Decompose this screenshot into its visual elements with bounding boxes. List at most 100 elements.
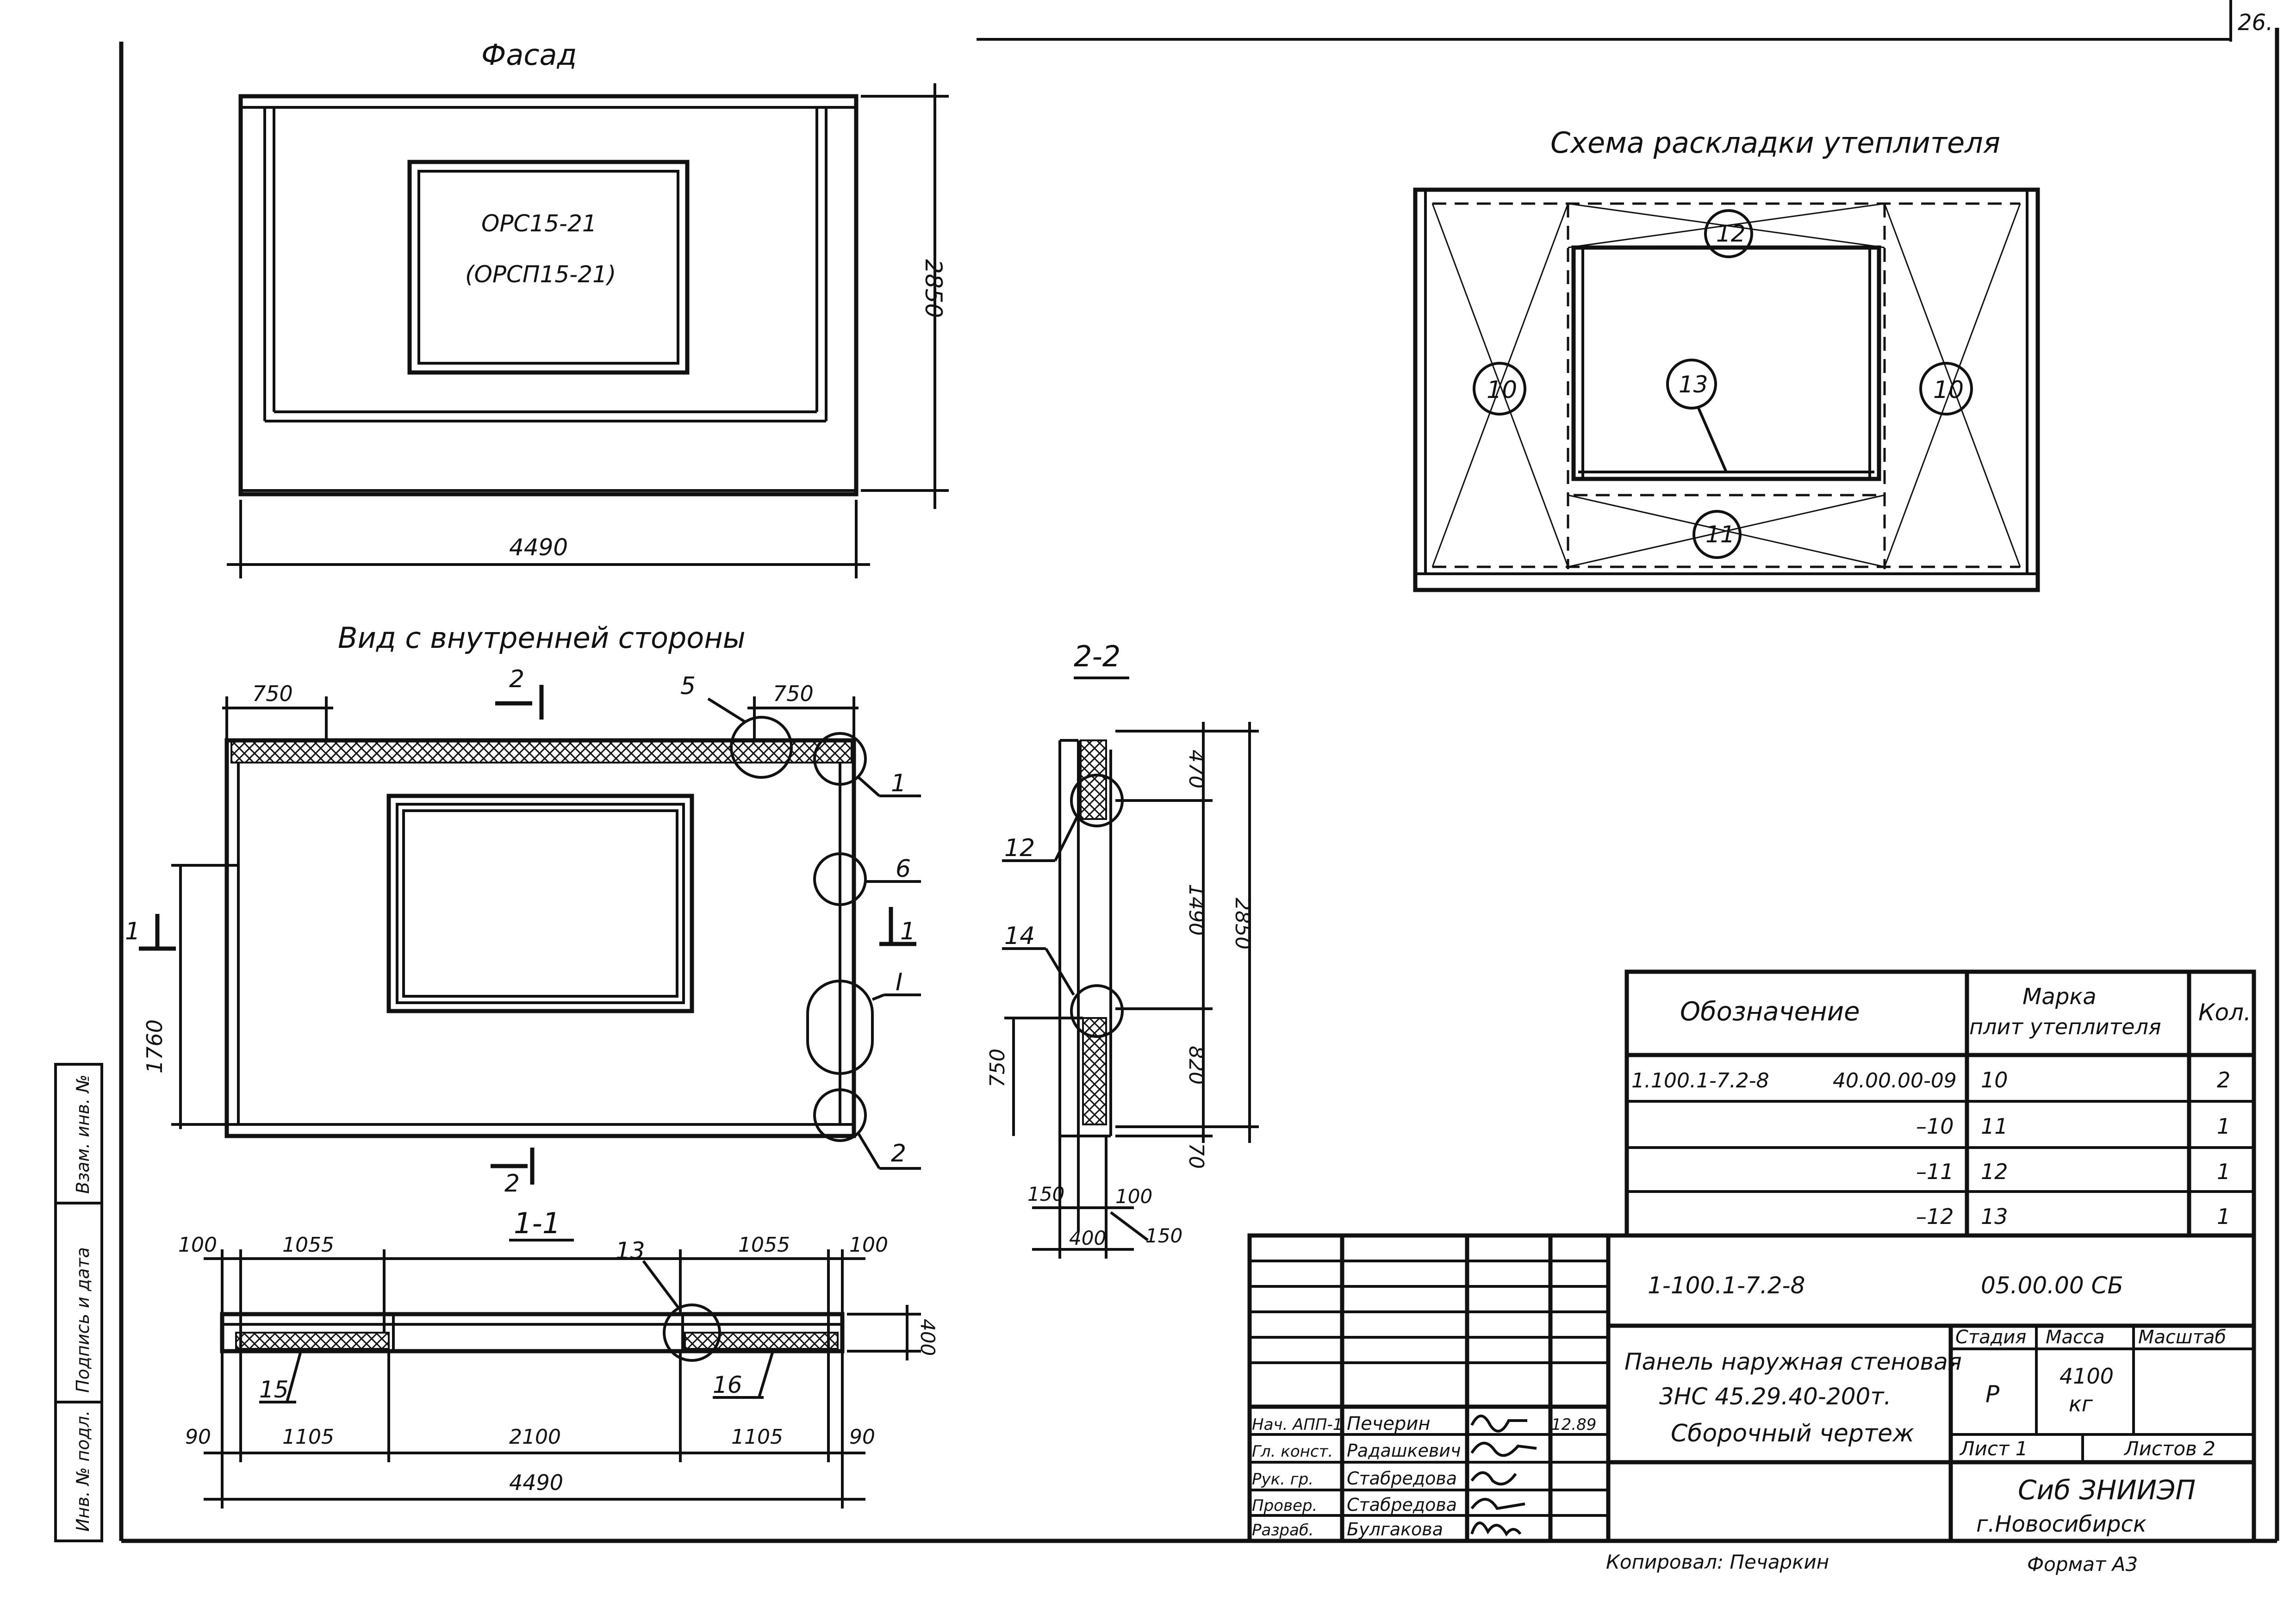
inner-callout-1: 1 — [891, 770, 906, 797]
title-name-line3: Сборочный чертеж — [1671, 1420, 1914, 1447]
role-person: Радашкевич — [1347, 1440, 1461, 1461]
title-sheets: Листов 2 — [2123, 1437, 2215, 1460]
spec-row-code-b: –10 — [1916, 1114, 1954, 1139]
s22-dim-470: 470 — [1184, 750, 1208, 788]
s11-dim-1105-right: 1105 — [731, 1425, 783, 1449]
side-stamp-inv: Инв. № подл. — [73, 1410, 93, 1532]
spec-row-mark: 13 — [1981, 1204, 2008, 1229]
spec-row-code-a: 1.100.1-7.2-8 — [1631, 1069, 1769, 1093]
section-2-2: 2-2 470 1490 2850 820 750 70 150 — [986, 639, 1259, 1259]
inner-window — [386, 794, 694, 1013]
inner-view-title: Вид с внутренней стороны — [338, 621, 746, 655]
facade-title: Фасад — [481, 38, 577, 72]
spec-row-mark: 12 — [1981, 1159, 2008, 1184]
inner-callout-node-I: I — [896, 968, 902, 996]
facade-width-dim: 4490 — [509, 534, 568, 561]
title-mass-label: Масса — [2046, 1327, 2105, 1348]
role-person: Стабредова — [1347, 1468, 1457, 1489]
s22-dim-400: 400 — [1069, 1227, 1106, 1249]
inner-dim-750-right: 750 — [773, 681, 814, 706]
section-1-1: 1-1 13 15 16 100 1055 1055 100 40 — [178, 1206, 939, 1508]
s11-callout-16: 16 — [713, 1372, 742, 1398]
signature-mark — [1470, 1415, 1527, 1433]
title-date: 12.89 — [1551, 1415, 1596, 1434]
scheme-callout-12: 12 — [1716, 220, 1746, 247]
spec-header-mark: Марка — [2022, 984, 2097, 1010]
s22-callout-14: 14 — [1004, 922, 1035, 950]
scheme-callout-11: 11 — [1705, 521, 1735, 548]
section-2-2-title: 2-2 — [1074, 639, 1120, 673]
s11-dim-100-left: 100 — [178, 1233, 217, 1257]
s22-callout-12: 12 — [1004, 834, 1035, 862]
section-mark-2-bottom: 2 — [504, 1170, 520, 1198]
s22-dim-150-right: 150 — [1145, 1224, 1182, 1247]
role-person: Стабредова — [1347, 1495, 1457, 1515]
spec-row-code-b: –11 — [1916, 1159, 1954, 1184]
s22-dim-1490: 1490 — [1184, 884, 1208, 936]
role-label: Гл. конст. — [1252, 1442, 1333, 1461]
spec-header-plates: плит утеплителя — [1969, 1014, 2161, 1039]
title-stage: Р — [1985, 1381, 2000, 1408]
inner-callout-6: 6 — [896, 855, 911, 883]
window-mark-alt: (ОРСП15-21) — [465, 261, 616, 288]
inner-dim-750-left: 750 — [252, 681, 293, 706]
sheet-number: 26. — [2238, 10, 2273, 36]
window-mark: ОРС15-21 — [481, 210, 597, 237]
s11-dim-1105-left: 1105 — [282, 1425, 334, 1449]
scheme-callout-10-right: 10 — [1933, 376, 1964, 404]
title-org-city: г.Новосибирск — [1976, 1511, 2147, 1537]
signature-mark — [1470, 1498, 1525, 1510]
s11-callout-13: 13 — [616, 1237, 645, 1264]
s11-dim-100-right: 100 — [849, 1233, 888, 1257]
facade-height-dim: 2850 — [920, 259, 947, 318]
side-stamp: Инв. № подл. Подпись и дата Взам. инв. № — [54, 1063, 103, 1542]
s11-dim-400: 400 — [916, 1319, 939, 1356]
spec-table: Обозначение Марка плит утеплителя Кол. 1… — [1624, 969, 2256, 1238]
title-mass: 4100 — [2060, 1364, 2114, 1389]
spec-header-designation: Обозначение — [1680, 997, 1860, 1027]
role-person: Печерин — [1347, 1413, 1430, 1434]
scheme-callout-13: 13 — [1679, 371, 1708, 398]
title-scale-label: Масштаб — [2138, 1327, 2226, 1348]
title-doc-suffix: 05.00.00 СБ — [1981, 1272, 2123, 1299]
s11-dim-90-left: 90 — [185, 1425, 211, 1449]
s11-dim-1055-left: 1055 — [282, 1233, 334, 1257]
spec-row-qty: 2 — [2217, 1068, 2230, 1093]
footer-copied: Копировал: Печаркин — [1606, 1551, 1829, 1573]
spec-row-qty: 1 — [2217, 1204, 2230, 1229]
side-stamp-replace: Взам. инв. № — [73, 1074, 93, 1194]
scheme-callout-10-left: 10 — [1487, 376, 1517, 404]
section-mark-1-right: 1 — [900, 918, 915, 945]
s22-dim-100: 100 — [1115, 1185, 1152, 1208]
spec-row-code-b: 40.00.00-09 — [1833, 1069, 1957, 1093]
title-doc-code: 1-100.1-7.2-8 — [1648, 1272, 1805, 1299]
spec-header-qty: Кол. — [2198, 999, 2251, 1026]
s22-dim-750: 750 — [986, 1049, 1009, 1087]
title-name-line2: 3НС 45.29.40-200т. — [1659, 1383, 1891, 1410]
side-stamp-sign: Подпись и дата — [73, 1247, 93, 1393]
inner-callout-5: 5 — [680, 672, 696, 700]
inner-callout-2: 2 — [891, 1140, 906, 1167]
role-label: Разраб. — [1252, 1521, 1314, 1540]
insulation-scheme: Схема раскладки утеплителя 10 10 11 12 1 — [1413, 126, 2040, 592]
signature-mark — [1470, 1471, 1517, 1486]
title-sheet: Лист 1 — [1959, 1437, 2028, 1460]
footer-format: Формат А3 — [2027, 1553, 2138, 1576]
facade-window — [407, 160, 690, 375]
s22-dim-150-left: 150 — [1027, 1183, 1064, 1205]
title-org-name: Сиб ЗНИИЭП — [2018, 1474, 2196, 1506]
role-label: Рук. гр. — [1252, 1470, 1313, 1489]
signature-mark — [1470, 1441, 1537, 1457]
s11-dim-2100: 2100 — [509, 1425, 561, 1449]
inner-view: Вид с внутренней стороны 750 750 1760 1 … — [125, 621, 921, 1198]
s22-dim-2850: 2850 — [1231, 898, 1254, 950]
facade-view: Фасад ОРС15-21 (ОРСП15-21) 4490 2850 — [227, 38, 949, 578]
scheme-opening — [1571, 245, 1881, 481]
s11-callout-15: 15 — [259, 1376, 289, 1403]
spec-row-code-b: –12 — [1916, 1204, 1954, 1229]
title-stage-label: Стадия — [1955, 1327, 2026, 1348]
section-mark-1-left: 1 — [125, 918, 140, 945]
s22-dim-70: 70 — [1184, 1143, 1208, 1169]
scheme-title: Схема раскладки утеплителя — [1550, 126, 2000, 160]
